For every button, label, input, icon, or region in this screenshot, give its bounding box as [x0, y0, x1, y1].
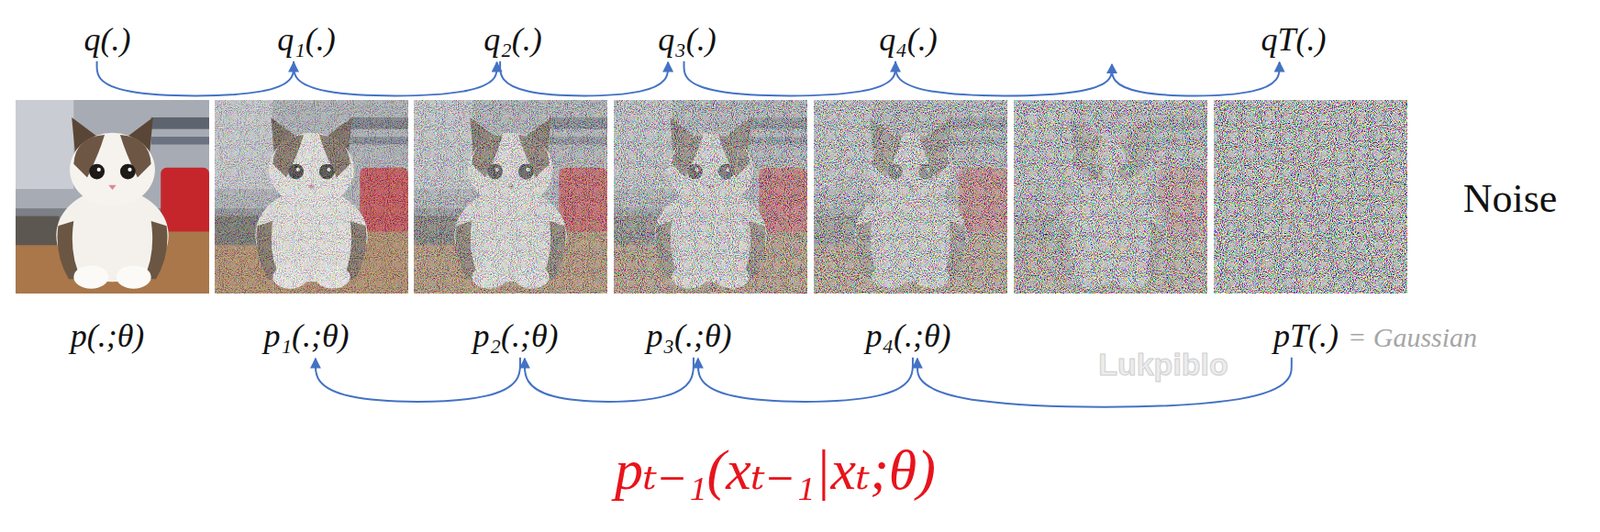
- image-frame: [613, 100, 808, 294]
- image-frame: [813, 100, 1008, 294]
- process-arrow: [293, 61, 498, 97]
- distribution-label: q(.): [84, 21, 132, 58]
- distribution-node: q₂(.): [480, 22, 545, 59]
- distribution-label: q₂(.): [483, 21, 543, 58]
- distribution-label: qT(.): [1261, 21, 1327, 58]
- distribution-node: p₄(.;θ): [862, 318, 954, 356]
- distribution-node: qT(.): [1258, 22, 1330, 59]
- distribution-node: p(.;θ): [67, 318, 148, 356]
- distribution-node: q(.): [81, 22, 134, 59]
- image-frame: [15, 100, 210, 294]
- process-arrow: [698, 357, 913, 402]
- distribution-label: p₁(.;θ): [263, 317, 349, 355]
- formula: pₜ₋₁(xₜ₋₁|xₜ;θ): [614, 438, 936, 501]
- label-text: Lukpiblo: [1098, 346, 1229, 382]
- label-text: Noise: [1463, 176, 1558, 222]
- image-frame: [413, 100, 608, 294]
- distribution-label: p₃(.;θ): [645, 317, 732, 355]
- distribution-label: q₄(.): [878, 21, 938, 58]
- distribution-label: p₂(.;θ): [472, 317, 558, 355]
- distribution-node: p₂(.;θ): [469, 318, 561, 356]
- process-arrow: [97, 61, 295, 97]
- distribution-node: p₁(.;θ): [260, 318, 352, 356]
- image-frame: [1213, 100, 1408, 294]
- image-frame: [214, 100, 409, 294]
- distribution-label: p(.;θ): [70, 317, 145, 355]
- distribution-label: q₁(.): [277, 21, 336, 58]
- process-arrow: [684, 61, 897, 97]
- distribution-node: pT(.) = Gaussian: [1270, 318, 1480, 356]
- process-arrow: [315, 357, 521, 402]
- process-arrow: [895, 61, 1280, 97]
- axis-note: Noise: [1463, 177, 1558, 222]
- label-text: pₜ₋₁(xₜ₋₁|xₜ;θ): [614, 438, 936, 501]
- process-arrow: [500, 61, 668, 97]
- distribution-label: q₃(.): [657, 21, 717, 58]
- distribution-label: p₄(.;θ): [865, 317, 951, 355]
- image-frame: [1013, 100, 1208, 294]
- arrowhead: [1106, 63, 1118, 74]
- distribution-label: pT(.): [1273, 317, 1339, 355]
- distribution-note: = Gaussian: [1347, 322, 1478, 353]
- watermark: Lukpiblo: [1096, 347, 1231, 382]
- distribution-node: q₃(.): [655, 22, 720, 59]
- distribution-node: q₁(.): [274, 22, 339, 59]
- process-arrow: [524, 357, 694, 402]
- distribution-node: p₃(.;θ): [643, 318, 734, 356]
- distribution-node: q₄(.): [876, 22, 941, 59]
